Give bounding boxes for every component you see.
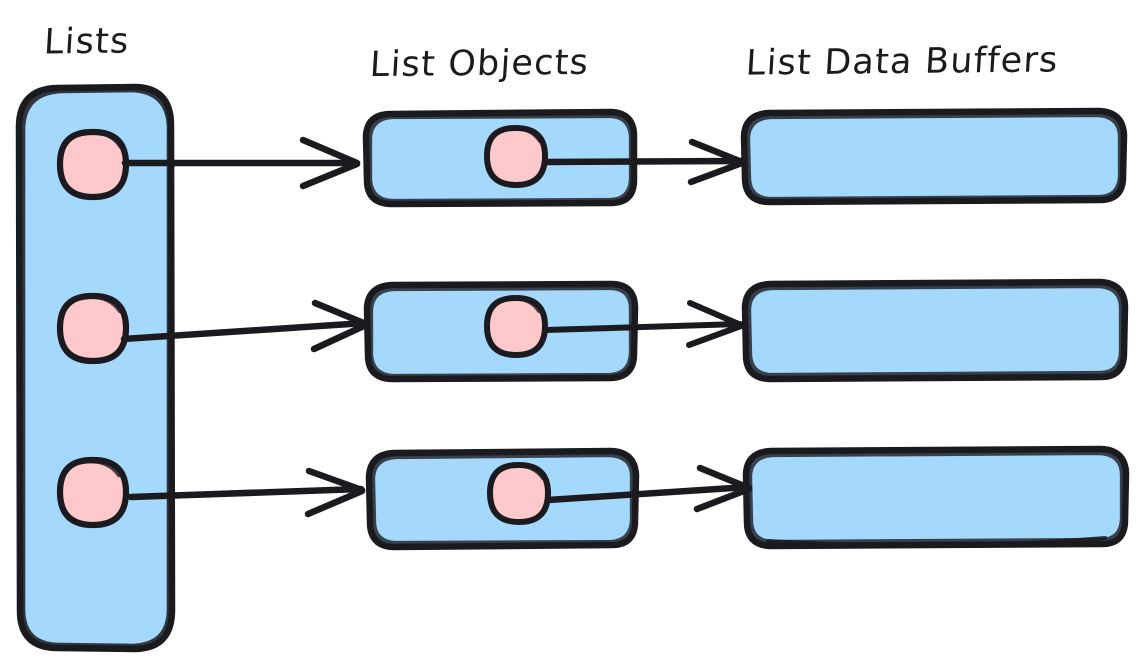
list-data-buffer-box-1[interactable] [740, 107, 1128, 206]
arrow-object-to-buffer-1 [544, 138, 746, 186]
list-object-pointer-3[interactable] [487, 462, 551, 525]
arrow-list-to-object-3 [127, 467, 366, 518]
arrow-list-to-object-2 [120, 299, 370, 353]
lists-pointer-3[interactable] [56, 456, 130, 529]
list-object-pointer-2[interactable] [484, 295, 548, 358]
list-object-pointer-1[interactable] [484, 125, 548, 188]
arrow-object-to-buffer-2 [543, 300, 744, 348]
lists-pointer-1[interactable] [56, 128, 130, 201]
column-title-list-data-buffers: List Data Buffers [744, 40, 1060, 84]
arrow-list-to-object-1 [121, 136, 361, 190]
list-data-buffer-box-3[interactable] [742, 445, 1130, 550]
lists-container[interactable] [15, 83, 176, 653]
column-title-lists: Lists [42, 21, 131, 63]
column-title-list-objects: List Objects [368, 42, 591, 86]
lists-pointer-2[interactable] [56, 292, 130, 365]
list-data-buffer-box-2[interactable] [741, 278, 1129, 383]
arrow-object-to-buffer-3 [544, 464, 753, 513]
